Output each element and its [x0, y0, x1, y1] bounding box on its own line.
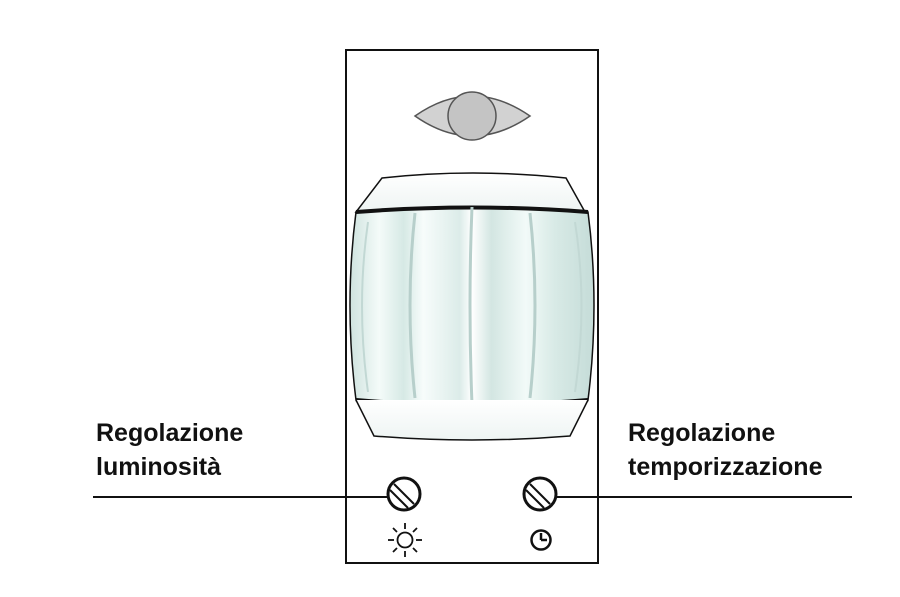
eye-icon	[413, 91, 532, 141]
brightness-adjust-label: Regolazione luminosità	[96, 416, 243, 484]
brightness-adjust-knob[interactable]	[386, 476, 422, 512]
timer-label-line2: temporizzazione	[628, 453, 823, 481]
brightness-label-line2: luminosità	[96, 453, 222, 481]
clock-icon	[530, 529, 552, 551]
sun-icon	[388, 523, 422, 557]
screw-knob-icon	[529, 483, 551, 505]
screw-knob-icon	[393, 483, 415, 505]
timer-label-line1: Regolazione	[628, 419, 776, 447]
timer-adjust-label: Regolazione temporizzazione	[628, 416, 822, 484]
fresnel-lens	[349, 172, 595, 441]
brightness-label-line1: Regolazione	[96, 419, 244, 447]
timer-adjust-knob[interactable]	[522, 476, 558, 512]
